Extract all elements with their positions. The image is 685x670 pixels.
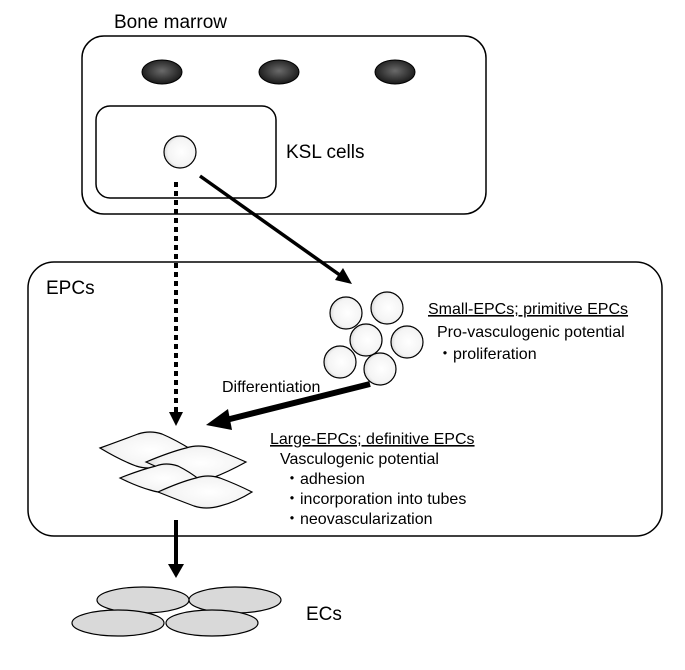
large-epcs-cluster <box>98 431 254 509</box>
ec-cell <box>188 586 282 614</box>
differentiation-arrow <box>225 381 371 423</box>
ksl-to-small-epcs-arrow <box>198 174 346 280</box>
differentiation-arrowhead <box>206 409 232 430</box>
ecs-label: ECs <box>306 604 342 625</box>
marrow-cell <box>141 59 183 85</box>
ec-cell <box>96 586 190 614</box>
ecs-cluster <box>71 586 282 637</box>
ec-cell <box>71 609 165 637</box>
bone-marrow-box <box>81 35 487 215</box>
large-epcs-feature: ・incorporation into tubes <box>284 491 466 508</box>
small-epcs-feature: ・proliferation <box>437 346 537 363</box>
bone-marrow-label: Bone marrow <box>114 12 227 33</box>
small-epcs-potential: Pro-vasculogenic potential <box>437 324 625 341</box>
small-epc-cell <box>370 291 404 325</box>
ksl-box <box>95 105 277 199</box>
dotted-arrow-head <box>169 412 183 426</box>
large-epc-cell <box>156 475 254 509</box>
ec-cell <box>165 609 259 637</box>
ksl-cells-label: KSL cells <box>286 142 365 163</box>
epcs-to-ecs-arrowhead <box>168 564 184 578</box>
small-epc-cell <box>363 352 397 386</box>
marrow-cell <box>258 59 300 85</box>
large-epcs-potential: Vasculogenic potential <box>280 451 439 468</box>
ksl-cell <box>163 135 197 169</box>
large-epcs-feature: ・adhesion <box>284 471 365 488</box>
small-epc-cell <box>329 296 363 330</box>
marrow-cell <box>374 59 416 85</box>
small-epcs-cluster <box>323 291 424 386</box>
small-epc-cell <box>390 325 424 359</box>
small-epc-cell <box>349 323 383 357</box>
epcs-label: EPCs <box>46 278 95 299</box>
large-epcs-feature: ・neovascularization <box>284 511 433 528</box>
differentiation-label: Differentiation <box>222 379 320 396</box>
small-epc-cell <box>323 345 357 379</box>
epcs-box <box>27 261 663 537</box>
ksl-to-small-epcs-arrowhead <box>335 268 352 284</box>
large-epcs-title: Large-EPCs; definitive EPCs <box>270 431 475 448</box>
small-epcs-title: Small-EPCs; primitive EPCs <box>428 301 628 318</box>
